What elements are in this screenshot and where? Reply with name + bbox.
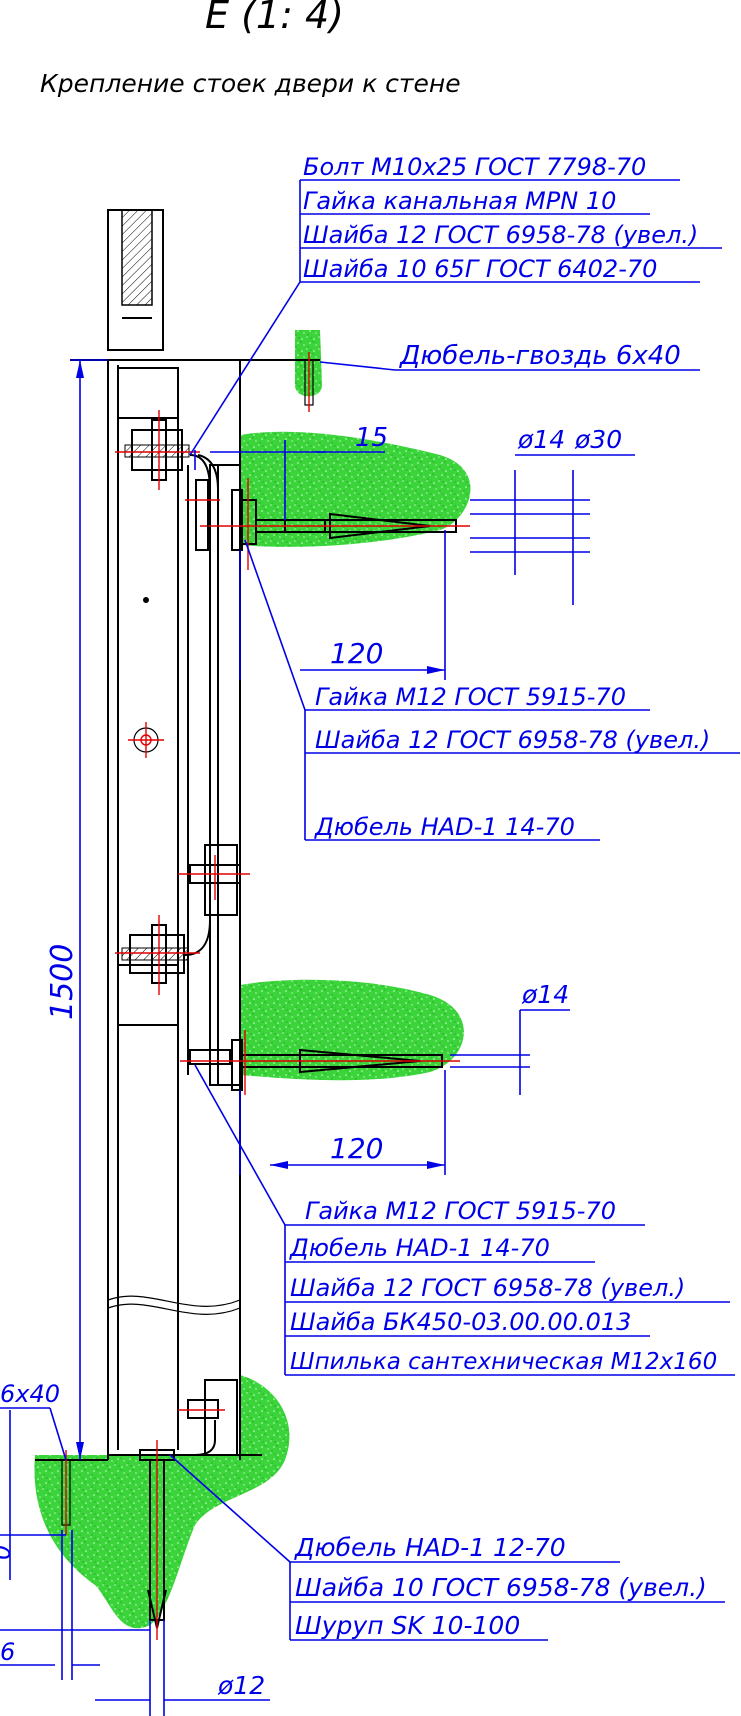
top-bolt-assembly [115,410,219,540]
callout-upper-anchor-1: Гайка М12 ГОСТ 5915-70 [315,683,626,711]
dim-height-1500: 1500 [45,944,80,1020]
dim-upper-dia-large: ø30 [574,425,622,454]
callout-lower-anchor-3: Шайба 12 ГОСТ 6958-78 (увел.) [290,1274,685,1302]
callout-upper-anchor: Гайка М12 ГОСТ 5915-70 Шайба 12 ГОСТ 695… [314,683,710,841]
drawing-subtitle: Крепление стоек двери к стене [40,69,461,98]
callout-floor-anchor-2: Шайба 10 ГОСТ 6958-78 (увел.) [295,1573,707,1602]
top-dowel-nail [304,352,314,412]
callout-top-bolt-3: Шайба 12 ГОСТ 6958-78 (увел.) [303,221,698,249]
dimension-lines [0,179,740,1716]
floor-anchor-assembly [139,1440,175,1640]
concrete-lower [240,979,464,1081]
concrete-floor [34,1375,290,1629]
dim-lower-dia: ø14 [521,980,569,1009]
callout-lower-anchor-5: Шпилька сантехническая М12х160 [290,1349,717,1375]
callout-lower-anchor-1: Гайка М12 ГОСТ 5915-70 [305,1197,616,1225]
callout-lower-anchor-2: Дюбель HAD-1 14-70 [289,1234,550,1262]
post-block-top [117,367,179,419]
pivot-mark-icon [128,722,164,758]
dim-upper-dia-small: ø14 [517,425,565,454]
callout-top-bolt-4: Шайба 10 65Г ГОСТ 6402-70 [303,255,657,283]
dim-upper-depth: 120 [330,637,383,670]
mid-bracket-assembly [115,844,250,995]
dim-floor-dia: ø12 [217,1671,265,1700]
callout-floor-anchor-1: Дюбель HAD-1 12-70 [294,1533,566,1562]
top-post-hatch [121,209,153,306]
upper-anchor-assembly [185,478,470,570]
mounting-plate [209,464,241,1086]
dim-lower-depth: 120 [330,1132,383,1165]
concrete-upper [240,431,471,547]
callout-top-bolt-2: Гайка канальная MPN 10 [303,187,616,215]
callout-top-dowel-nail: Дюбель-гвоздь 6х40 [399,341,681,371]
dim-left-partial-b: 6 [0,1638,15,1666]
callout-upper-anchor-3: Дюбель HAD-1 14-70 [314,813,575,841]
callout-top-bolt-1: Болт М10х25 ГОСТ 7798-70 [303,153,646,181]
callout-upper-anchor-2: Шайба 12 ГОСТ 6958-78 (увел.) [315,726,710,754]
dim-gap-15: 15 [355,423,388,453]
lower-anchor-assembly [180,1030,460,1095]
callout-top-bolt: Болт М10х25 ГОСТ 7798-70 Гайка канальная… [303,153,698,283]
dim-left-partial-a: 0 [0,1545,16,1560]
callout-left-dowel-partial: 6х40 [0,1380,60,1408]
bottom-bracket-assembly [178,1379,238,1456]
callout-lower-anchor: Гайка М12 ГОСТ 5915-70 Дюбель HAD-1 14-7… [289,1197,717,1375]
callout-floor-anchor-3: Шуруп SK 10-100 [295,1611,520,1640]
callout-lower-anchor-4: Шайба БК450-03.00.00.013 [290,1308,631,1336]
callout-floor-anchor: Дюбель HAD-1 12-70 Шайба 10 ГОСТ 6958-78… [294,1533,707,1640]
view-title: Е (1: 4) [205,0,344,37]
